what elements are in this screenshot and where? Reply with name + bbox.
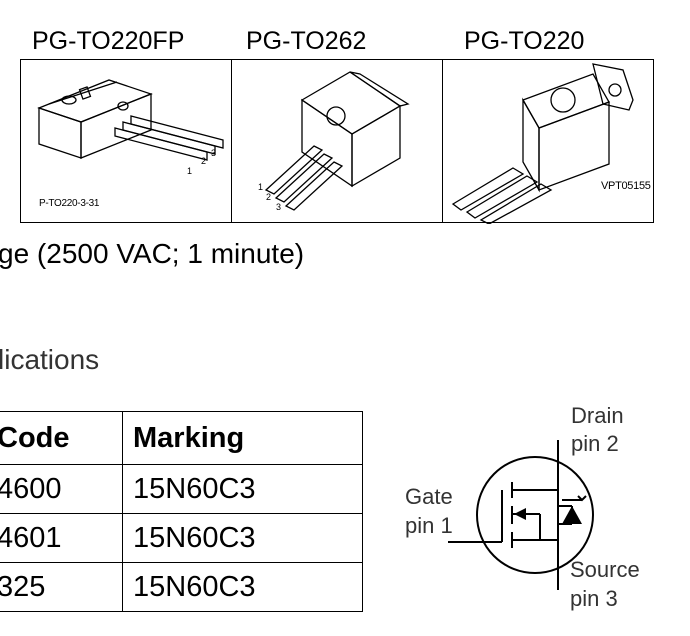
drain-pin-label: pin 2 xyxy=(571,431,619,456)
arrow-icon xyxy=(514,508,526,520)
package-caption-to220: VPT05155 xyxy=(601,180,651,192)
ordering-code-table: Code Marking 4600 15N60C3 4601 15N60C3 3… xyxy=(0,411,363,612)
table-row: 4601 15N60C3 xyxy=(0,513,363,563)
pin-1-label: 1 xyxy=(187,166,192,176)
marking-cell: 15N60C3 xyxy=(122,562,363,612)
to220fp-drawing: 1 2 3 xyxy=(37,79,224,176)
diode-icon xyxy=(562,506,582,524)
applications-heading: lications xyxy=(0,344,100,375)
package-label-to220fp: PG-TO220FP xyxy=(32,27,185,55)
package-image-to220fp: 1 2 3 P-TO220-3-31 xyxy=(20,59,232,223)
pin-2-label: 2 xyxy=(201,156,206,166)
package-caption-to220fp: P-TO220-3-31 xyxy=(39,198,100,209)
column-header-code: Code xyxy=(0,411,123,465)
code-cell: 4601 xyxy=(0,513,123,563)
package-label-to220: PG-TO220 xyxy=(464,27,585,55)
isolation-voltage-text: ge (2500 VAC; 1 minute) xyxy=(0,238,305,269)
package-image-to220: VPT05155 xyxy=(442,59,654,224)
source-label: Source xyxy=(570,557,640,582)
gate-pin-label: pin 1 xyxy=(405,513,453,538)
code-cell: 325 xyxy=(0,562,123,612)
source-pin-label: pin 3 xyxy=(570,586,618,611)
tab-hole-icon xyxy=(608,83,622,97)
column-header-marking: Marking xyxy=(122,411,363,465)
marking-cell: 15N60C3 xyxy=(122,464,363,514)
code-cell: 4600 xyxy=(0,464,123,514)
mosfet-circle-icon xyxy=(476,456,594,574)
package-label-to262: PG-TO262 xyxy=(246,27,367,55)
pin-1-label: 1 xyxy=(258,182,263,192)
table-row: 325 15N60C3 xyxy=(0,562,363,612)
drain-label: Drain xyxy=(571,403,624,428)
package-image-to262: 1 2 3 xyxy=(231,59,443,223)
to262-drawing: 1 2 3 xyxy=(258,71,410,212)
mounting-hole-icon xyxy=(550,87,576,113)
mounting-hole-icon xyxy=(326,106,346,126)
to220-drawing xyxy=(451,63,634,224)
table-header-row: Code Marking xyxy=(0,411,363,465)
table-row: 4600 15N60C3 xyxy=(0,464,363,514)
marking-cell: 15N60C3 xyxy=(122,513,363,563)
pin-3-label: 3 xyxy=(211,148,216,158)
gate-label: Gate xyxy=(405,484,453,509)
mosfet-symbol xyxy=(448,440,594,590)
pin-2-label: 2 xyxy=(266,192,271,202)
pin-3-label: 3 xyxy=(276,202,281,212)
mounting-hole-icon xyxy=(61,95,77,105)
